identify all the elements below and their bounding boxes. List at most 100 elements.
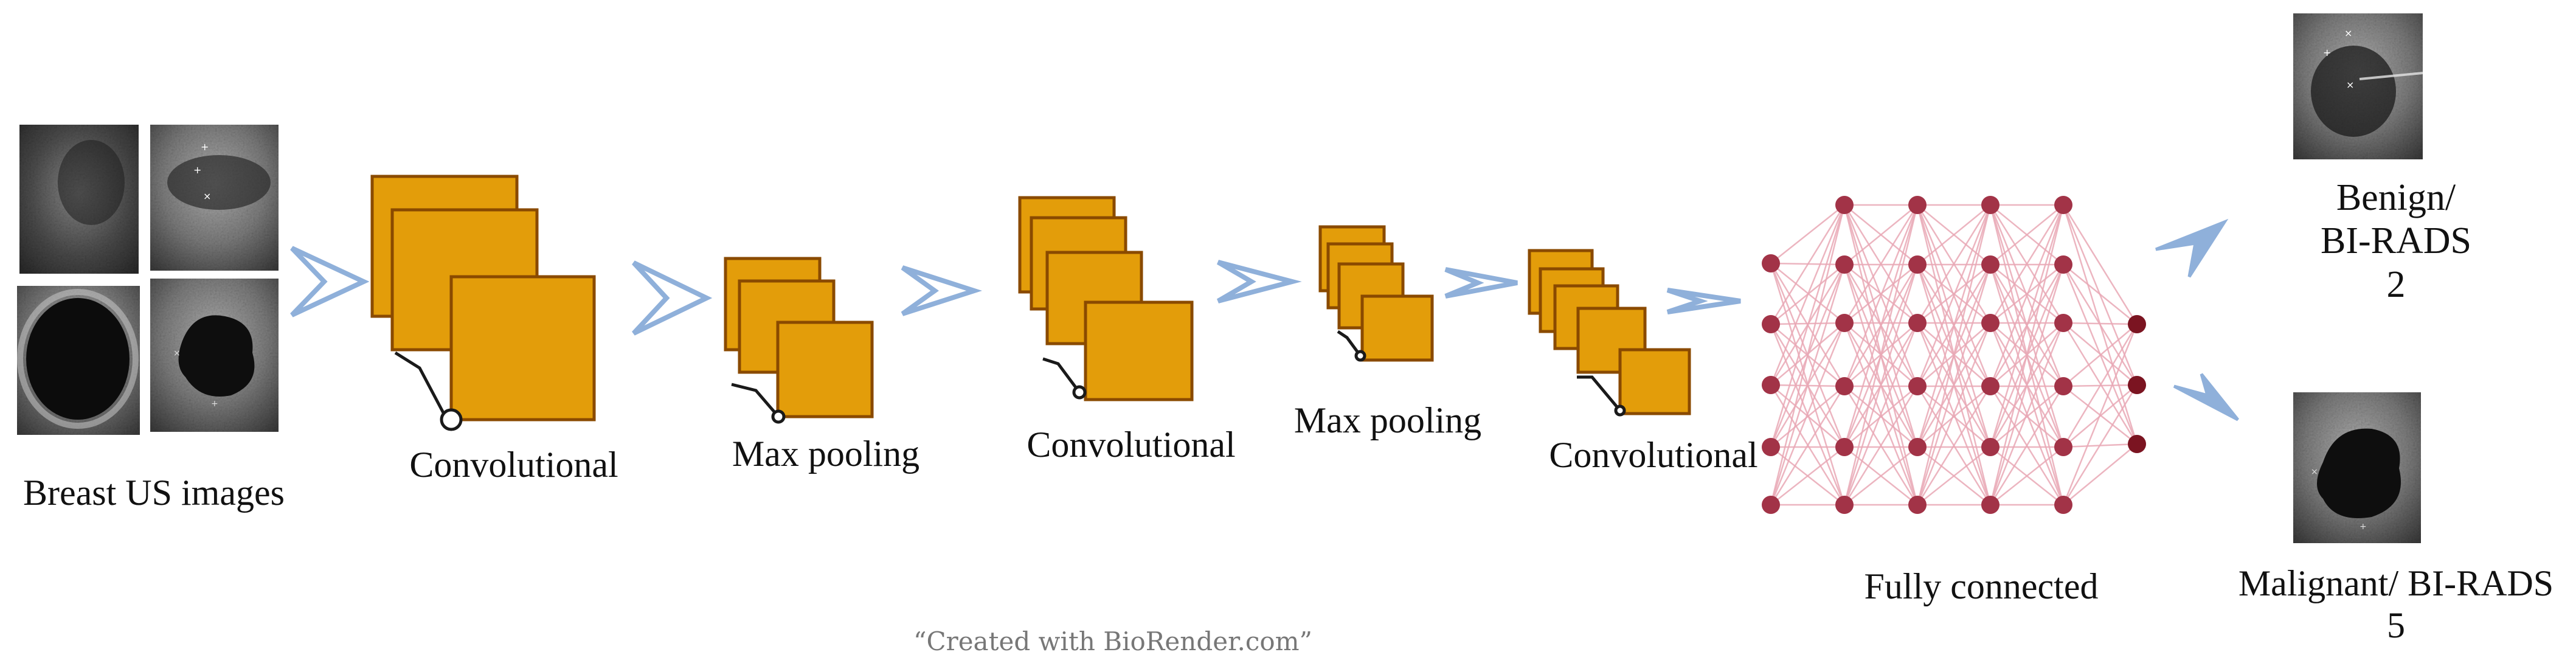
fc-node [1908, 438, 1927, 456]
fc-node [2054, 196, 2072, 214]
fc-edge [1843, 386, 1919, 505]
fc-edge [1844, 446, 1918, 505]
fc-edge [2063, 324, 2138, 387]
kernel-connector [731, 383, 780, 418]
fc-edge [1843, 204, 1919, 505]
arrow-up-right-icon [2155, 218, 2229, 278]
pool2-feature-maps [1318, 225, 1434, 362]
fc-edge [2063, 322, 2138, 386]
svg-text:+: + [193, 164, 201, 176]
us-image-3 [17, 286, 140, 435]
fc-node [1981, 314, 2000, 332]
fc-node [2054, 438, 2072, 456]
feature-map [1084, 300, 1194, 401]
pool1-label: Max pooling [732, 434, 920, 474]
fc-edge [1989, 386, 2065, 505]
output-malignant-label: Malignant/ BI-RADS 5 [2238, 563, 2553, 647]
svg-text:+: + [2323, 47, 2331, 58]
fc-edge [1916, 204, 1992, 387]
svg-text:×: × [203, 190, 211, 202]
fc-edge [1989, 204, 2065, 324]
fc-node [1835, 438, 1854, 456]
fc-node [1908, 255, 1927, 274]
chevron-arrow-icon [632, 260, 713, 336]
fc-node [1981, 377, 2000, 395]
kernel-connector [1577, 375, 1621, 412]
fc-edge [1917, 204, 1991, 265]
fc-edge [1917, 446, 1991, 505]
fc-edge [1989, 204, 2065, 505]
fc-edge [1770, 322, 1846, 505]
kernel-connector [394, 351, 449, 421]
svg-text:+: + [211, 399, 218, 409]
fc-node [1981, 255, 2000, 274]
output-malignant-line2: 5 [2386, 605, 2405, 645]
fc-node [1981, 196, 2000, 214]
svg-text:×: × [2346, 79, 2354, 91]
kernel-dot [771, 409, 786, 424]
fc-edge [1916, 204, 1992, 324]
fc-edge [2063, 443, 2138, 505]
fc-edge [2063, 322, 2138, 325]
fc-node [1762, 315, 1780, 333]
fc-edge [1770, 446, 1845, 505]
svg-text:×: × [173, 349, 181, 358]
fc-node [2054, 496, 2072, 514]
output-image-malignant: × + [2293, 392, 2421, 543]
conv3-feature-maps [1528, 249, 1691, 417]
fc-edge [2062, 204, 2138, 325]
fc-nodes [1762, 196, 2146, 514]
fc-node [1762, 438, 1780, 456]
fc-edge [1770, 204, 1846, 386]
chevron-arrow-icon [1666, 288, 1741, 314]
biorender-credit: “Created with BioRender.com” [913, 626, 1312, 656]
fc-edge [1916, 204, 1992, 448]
kernel-dot [1072, 385, 1087, 400]
svg-text:×: × [2311, 467, 2318, 477]
conv2-label: Convolutional [1027, 425, 1236, 465]
fc-node [1762, 496, 1780, 514]
output-image-benign: × + × [2293, 13, 2423, 159]
fc-edge [1916, 204, 1992, 505]
fc-edge [2062, 322, 2138, 445]
fc-node [1835, 255, 1854, 274]
feature-map [1360, 294, 1434, 362]
kernel-connector [1042, 357, 1081, 394]
fc-edge [1916, 264, 1992, 505]
fc-node [1835, 196, 1854, 214]
fc-edge [2062, 324, 2138, 448]
flow-arrows [290, 218, 2239, 421]
fc-edge [1843, 204, 1919, 387]
fc-edge [1989, 204, 2065, 387]
fc-edge [2062, 264, 2138, 386]
fc-edge [2062, 324, 2138, 505]
output-benign-line1: Benign/ [2336, 177, 2456, 218]
fc-edge [1770, 264, 1846, 505]
us-image-2: + + × [150, 125, 279, 271]
output-benign-line2: BI-RADS [2320, 220, 2472, 262]
output-malignant-line1: Malignant/ BI-RADS [2238, 563, 2554, 603]
fc-edge [1843, 322, 1919, 505]
chevron-arrow-icon [290, 246, 370, 317]
fc-node [1908, 314, 1927, 332]
fc-edge [1770, 204, 1846, 505]
fc-node [1981, 496, 2000, 514]
fc-edge [1770, 386, 1845, 448]
fc-edge [1844, 386, 1918, 448]
fc-label: Fully connected [1864, 566, 2099, 606]
fc-node [1835, 314, 1854, 332]
chevron-arrow-icon [1444, 267, 1518, 299]
fc-edge [1770, 204, 1846, 325]
pool2-label: Max pooling [1293, 400, 1482, 440]
chevron-arrow-icon [901, 265, 983, 316]
svg-text:+: + [201, 141, 209, 153]
kernel-connector [1337, 330, 1362, 357]
arrow-down-right-icon [2173, 373, 2239, 421]
fc-edge [2063, 264, 2138, 325]
conv1-label: Convolutional [409, 445, 618, 485]
fc-node [1835, 377, 1854, 395]
fc-node [2054, 314, 2072, 332]
fc-edge [1990, 446, 2064, 505]
pool1-feature-maps [724, 257, 874, 424]
